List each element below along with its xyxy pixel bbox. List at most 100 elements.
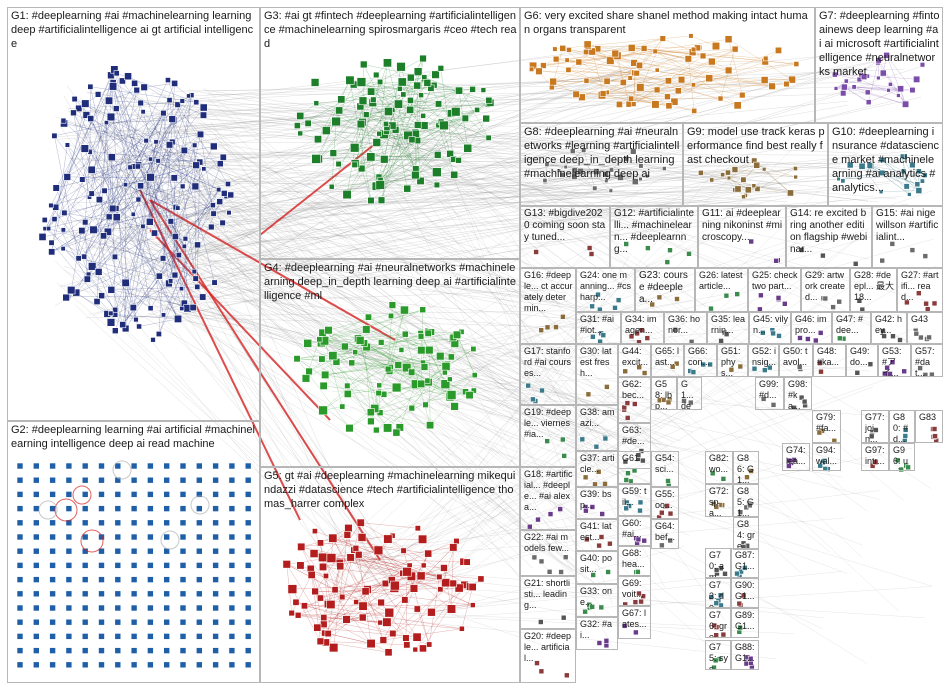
group-label: G22: #ai models few... (524, 532, 573, 554)
group-label: G19: #deeple... viernes #ia... (524, 407, 573, 440)
group-panel-g99: G99: #d... (755, 377, 784, 410)
group-panel-g69: G69: voit... (618, 576, 651, 606)
group-panel-g31: G31: #ai #iot... (576, 312, 621, 344)
group-panel-g84: G84: gre... (733, 517, 759, 550)
group-label: G49: do... (850, 346, 875, 368)
group-panel-g80: G80: #d... (889, 410, 915, 443)
group-panel-g75: G75: sys... (705, 640, 731, 670)
group-panel-g47: G47: #dee... (832, 312, 871, 344)
group-panel-g22: G22: #ai models few... (520, 530, 576, 576)
group-panel-g88: G88: G1... (731, 640, 759, 670)
group-label: G42: hey... (875, 314, 904, 336)
group-label: G47: #dee... (836, 314, 868, 336)
group-label: G77: join... (865, 412, 886, 443)
group-label: G86: G1... (737, 453, 756, 484)
group-label: G1: #deeplearning #ai #machinelearning l… (11, 9, 257, 51)
group-panel-g25: G25: check two part... (748, 268, 801, 312)
group-panel-g13: G13: #bigdive2020 coming soon stay tuned… (520, 206, 610, 268)
group-label: G39: bsp... (580, 489, 615, 511)
group-panel-g45: G45: vilyn... (749, 312, 791, 344)
group-panel-g70: G70: am... (705, 548, 731, 578)
group-label: G70: am... (709, 550, 728, 578)
group-label: G16: #deeple... ct accurately determin..… (524, 270, 573, 314)
group-panel-g14: G14: re excited bring another edition fl… (786, 206, 872, 268)
group-label: G14: re excited bring another edition fl… (790, 208, 869, 256)
group-label: G3: #ai gt #fintech #deeplearning #artif… (264, 9, 517, 51)
group-panel-g66: G66: con... (684, 344, 717, 377)
group-panel-g57: G57: #dat... (911, 344, 943, 377)
group-label: G29: artwork created... (805, 270, 847, 303)
group-label: G61 (622, 453, 648, 464)
group-label: G94: wal... (816, 445, 838, 467)
group-label: G6: very excited share shanel method mak… (524, 9, 812, 37)
group-label: G80: #d... (893, 412, 912, 443)
group-label: G98: #ka... (788, 379, 809, 410)
group-panel-g90: G90: G1... (731, 578, 759, 608)
group-panel-g89: G89: G1... (731, 608, 759, 638)
group-label: G28: #deepl... 最大18... (854, 270, 894, 303)
group-panel-g34: G34: imagen... (621, 312, 664, 344)
group-label: G55: oo... (655, 489, 676, 511)
group-panel-g26: G26: latest article... (695, 268, 748, 312)
group-panel-g38: G38: amazi... (576, 405, 618, 451)
group-label: G4: #deeplearning #ai #neuralnetworks #m… (264, 261, 517, 303)
group-panel-g23: G23: course #deeplea... (635, 268, 695, 312)
group-label: G34: imagen... (625, 314, 661, 336)
group-label: G21: shortlisti... leading... (524, 578, 573, 611)
group-label: G65: last... (655, 346, 681, 368)
group-panel-g42: G42: hey... (871, 312, 907, 344)
group-panel-g35: G35: learnin... (707, 312, 749, 344)
group-label: G9: model use track keras performance fi… (687, 125, 825, 167)
group-panel-g28: G28: #deepl... 最大18... (850, 268, 897, 312)
group-label: G23: course #deeplea... (639, 270, 692, 306)
group-label: G12: #artificialintelli... #machinelearn… (614, 208, 695, 256)
group-panel-g53: G53: #アイ... (878, 344, 911, 377)
group-label: G54: sci... (655, 453, 676, 475)
group-panel-g27: G27: #artifi... read... (897, 268, 943, 312)
group-panel-g61: G61 (618, 451, 651, 484)
group-panel-g36: G36: honor... (664, 312, 707, 344)
group-label: G51: phys... (721, 346, 745, 377)
group-label: G1... dee... (681, 379, 699, 410)
group-panel-g39: G39: bsp... (576, 487, 618, 519)
group-label: G25: check two part... (752, 270, 798, 292)
group-label: G24: one manning... #csharp... (580, 270, 632, 303)
group-panel-g44: G44: excit... (618, 344, 651, 377)
group-panel-g10: G10: #deeplearning insurance #datascienc… (828, 123, 943, 206)
group-panel-g64: G64: bef... (651, 519, 679, 549)
group-panel-g32: G32: #ai... (576, 617, 618, 650)
group-label: G35: learnin... (711, 314, 746, 336)
group-panel-g76: G76: gre... (705, 608, 731, 638)
group-label: G43 (911, 314, 940, 325)
group-panel-g41: G41: latest... (576, 519, 618, 551)
group-label: G27: #artifi... read... (901, 270, 940, 303)
group-label: G45: vilyn... (753, 314, 788, 336)
group-label: G76: gre... (709, 610, 728, 638)
group-panel-g8: G8: #deeplearning #ai #neuralnetworks #l… (520, 123, 683, 206)
group-panel-g2: G2: #deeplearning learning #ai artificia… (7, 421, 260, 683)
group-panel-g15: G15: #ai nigewillson #artificialint... (872, 206, 943, 268)
group-panel-g85: G85: G1... (733, 484, 759, 517)
group-label: G2: #deeplearning learning #ai artificia… (11, 423, 257, 451)
group-label: G40: posit... (580, 553, 615, 575)
group-label: G60: #ai... (622, 518, 648, 540)
group-panel-g72: G72: spa... (705, 484, 733, 517)
group-label: G62: bec... (622, 379, 648, 401)
group-panel-g19: G19: #deeple... viernes #ia... (520, 405, 576, 467)
group-label: G64: bef... (655, 521, 676, 543)
group-panel-g12: G12: #artificialintelli... #machinelearn… (610, 206, 698, 268)
group-panel-g40: G40: posit... (576, 551, 618, 584)
group-label: G85: G1... (737, 486, 756, 517)
group-panel-g37: G37: article... (576, 451, 618, 487)
group-panel-g50: G50: tavol... (779, 344, 813, 377)
group-label: G79: #fa... (816, 412, 838, 434)
group-panel-g46: G46: impro... (791, 312, 832, 344)
group-label: G20: #deeple... artificial... (524, 631, 573, 664)
group-panel-g96: G96: usi... (889, 443, 915, 471)
group-panel-g7: G7: #deeplearning #fintoainews deep lear… (815, 7, 943, 123)
group-label: G38: amazi... (580, 407, 615, 429)
group-panel-g83: G83 (915, 410, 943, 443)
group-panel-g1: G1: #deeplearning #ai #machinelearning l… (7, 7, 260, 421)
group-label: G99: #d... (759, 379, 781, 401)
